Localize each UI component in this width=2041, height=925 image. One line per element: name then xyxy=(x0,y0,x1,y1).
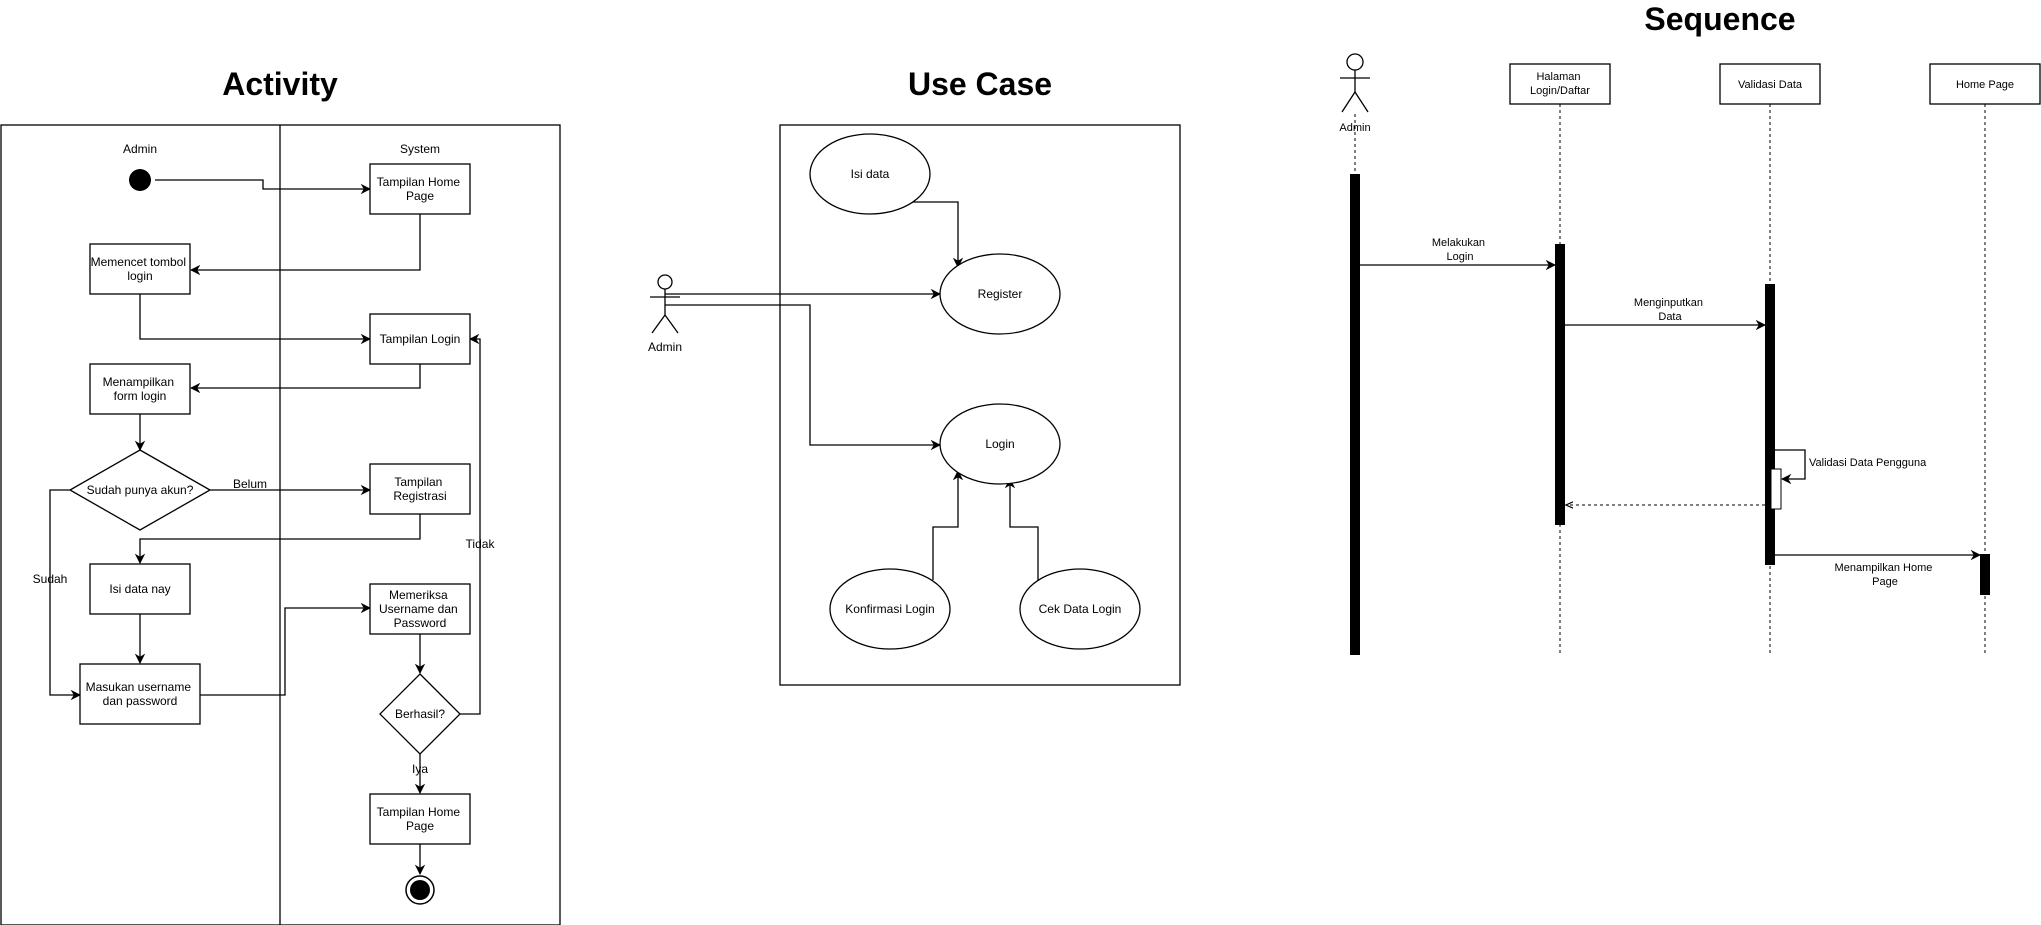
participant-home xyxy=(1929,63,2041,105)
use-case-login-label: Login xyxy=(985,437,1014,451)
edge-sudah xyxy=(49,489,82,701)
activation-login-daftar xyxy=(1555,244,1565,525)
node-press-login xyxy=(89,243,191,295)
activity-diagram: Activity Admin System Tampilan Home Page… xyxy=(0,66,561,925)
use-case-login xyxy=(939,403,1061,485)
edge-register-fill xyxy=(134,514,421,565)
message-validasi-self-label: Validasi Data Pengguna xyxy=(1809,457,1927,469)
edge-label-tidak: Tidak xyxy=(466,537,496,551)
node-fill-data xyxy=(89,563,191,615)
start-node xyxy=(129,169,151,191)
node-home-page-end-label: Tampilan Home Page xyxy=(377,805,464,833)
decision-has-account-label: Sudah punya akun? xyxy=(87,483,194,497)
activation-validasi-self xyxy=(1770,468,1782,510)
node-fill-data-label: Isi data nay xyxy=(109,582,170,596)
use-case-diagram: Use Case Admin Isi data Register Login K… xyxy=(648,66,1181,686)
use-case-cek-data xyxy=(1019,568,1141,650)
assoc-admin-login xyxy=(665,304,942,451)
sequence-title: Sequence xyxy=(1644,1,1795,37)
participant-login-daftar xyxy=(1509,63,1611,105)
node-register-view-label: Tampilan Registrasi xyxy=(393,475,446,503)
edge-home-press xyxy=(189,214,421,276)
node-enter-credentials xyxy=(79,663,201,725)
edge-press-login xyxy=(139,294,372,345)
node-press-login-label: Memencet tombol login xyxy=(91,255,190,283)
use-case-konfirmasi xyxy=(829,568,951,650)
node-login-view-label: Tampilan Login xyxy=(380,332,461,346)
edge-enter-check xyxy=(200,602,372,696)
assoc-isi-register xyxy=(910,201,964,269)
participant-login-daftar-label: Halaman Login/Daftar xyxy=(1530,71,1590,97)
participant-validasi xyxy=(1719,63,1821,105)
activation-home xyxy=(1980,554,1990,595)
edge-start-home xyxy=(155,179,372,195)
use-case-register-label: Register xyxy=(978,287,1023,301)
node-check-credentials xyxy=(369,583,471,635)
message-login-label: Melakukan Login xyxy=(1432,237,1488,263)
decision-success xyxy=(379,673,461,755)
participant-home-label: Home Page xyxy=(1956,79,2014,91)
edge-label-belum: Belum xyxy=(233,477,267,491)
end-node-inner xyxy=(410,880,430,900)
message-home-label: Menampilkan Home Page xyxy=(1835,562,1936,588)
edge-label-iya: Iya xyxy=(412,762,428,776)
participant-validasi-label: Validasi Data xyxy=(1738,79,1803,91)
sequence-actor xyxy=(1340,53,1370,113)
activation-validasi xyxy=(1765,284,1775,565)
use-case-isi-data xyxy=(809,133,931,215)
use-case-cek-data-label: Cek Data Login xyxy=(1039,602,1122,616)
use-case-konfirmasi-label: Konfirmasi Login xyxy=(845,602,934,616)
use-case-title: Use Case xyxy=(908,66,1052,102)
node-show-form-label: Menampilkan form login xyxy=(103,375,178,403)
edge-label-sudah: Sudah xyxy=(33,572,68,586)
use-case-actor xyxy=(650,274,680,334)
assoc-konfirmasi-login xyxy=(932,469,964,580)
lane-system-label: System xyxy=(400,142,440,156)
lane-admin-label: Admin xyxy=(123,142,157,156)
edge-login-form xyxy=(189,364,421,394)
message-input-data-label: Menginputkan Data xyxy=(1634,297,1706,323)
activity-title: Activity xyxy=(222,66,338,102)
use-case-register xyxy=(939,253,1061,335)
decision-has-account xyxy=(68,449,212,531)
use-case-actor-label: Admin xyxy=(648,340,682,354)
edge-tidak xyxy=(460,333,481,715)
node-enter-credentials-label: Masukan username dan password xyxy=(86,680,195,708)
node-check-credentials-label: Memeriksa Username dan Password xyxy=(379,588,461,630)
node-home-page-end xyxy=(369,793,471,845)
assoc-cek-login xyxy=(1004,477,1039,580)
node-register-view xyxy=(369,463,471,515)
decision-success-label: Berhasil? xyxy=(395,707,445,721)
message-validasi-self xyxy=(1775,449,1806,485)
node-login-view xyxy=(369,313,471,365)
node-home-page xyxy=(369,163,471,215)
node-show-form xyxy=(89,363,191,415)
activation-admin xyxy=(1350,174,1360,655)
sequence-diagram: Sequence Admin Halaman Login/Daftar Vali… xyxy=(1339,1,2041,655)
node-home-page-label: Tampilan Home Page xyxy=(377,175,464,203)
use-case-isi-data-label: Isi data xyxy=(851,167,890,181)
